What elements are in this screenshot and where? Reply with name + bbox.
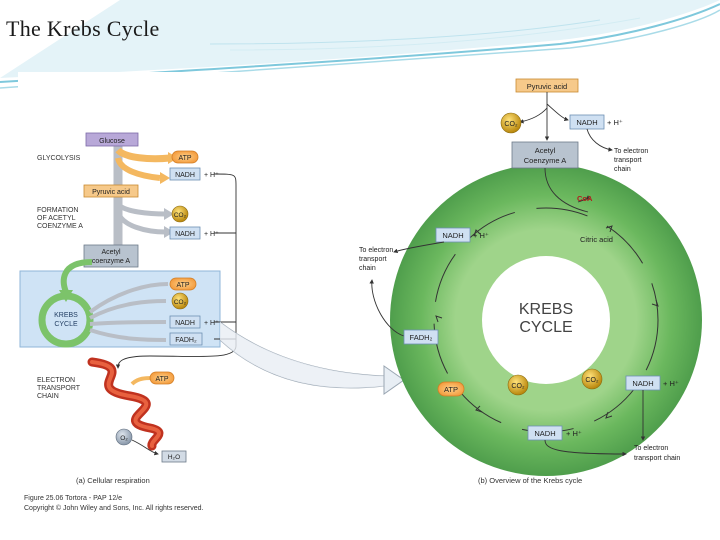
co2-circle-lower-left xyxy=(507,374,529,396)
atp-burst-right xyxy=(437,381,465,397)
caption-left: (a) Cellular respiration xyxy=(76,476,150,485)
to-etc-left-2: transport xyxy=(359,256,387,263)
etc-line-1: ELECTRON xyxy=(37,377,75,384)
nadh-label-glycolysis: NADH xyxy=(175,172,195,179)
krebs-mini-line-1: KREBS xyxy=(54,312,78,319)
acetyl-line-2-left: coenzyme A xyxy=(92,258,130,265)
plus-h-label-2: + H⁺ xyxy=(204,231,219,238)
krebs-title-line-2: CYCLE xyxy=(519,319,572,336)
atp-label-right: ATP xyxy=(444,385,458,394)
o2-label: O₂ xyxy=(120,435,128,442)
fadh2-label-left: FADH₂ xyxy=(175,337,197,344)
nadh-label-krebs-left: NADH xyxy=(175,320,195,327)
citric-acid-label: Citric acid xyxy=(580,235,613,244)
coa-label: CoA xyxy=(577,194,593,203)
to-etc-top-3: chain xyxy=(614,166,631,173)
plus-h-label-1: + H⁺ xyxy=(204,172,219,179)
right-panel: KREBS CYCLE Pyruvic acid CO₂ NADH + H⁺ T… xyxy=(359,78,702,485)
to-etc-left-3: chain xyxy=(359,265,376,272)
co2-circle-top xyxy=(500,112,522,134)
glycolysis-label: GLYCOLYSIS xyxy=(37,155,81,162)
co2-label-left-1: CO₂ xyxy=(174,212,187,219)
formation-line-1: FORMATION xyxy=(37,207,78,214)
nadh-label-right: NADH xyxy=(632,379,653,388)
plus-h-upper-left: + H⁺ xyxy=(473,231,489,240)
nadh-label-bottom: NADH xyxy=(534,429,555,438)
co2-label-top: CO₂ xyxy=(504,121,518,128)
etc-line-2: TRANSPORT xyxy=(37,385,81,392)
pyruvic-label-left: Pyruvic acid xyxy=(92,189,130,196)
glucose-box xyxy=(85,132,139,147)
plus-h-label-3: + H⁺ xyxy=(204,320,219,327)
krebs-mini-line-2: CYCLE xyxy=(54,321,78,328)
atp-label-glycolysis: ATP xyxy=(178,155,191,162)
plus-h-bottom: + H⁺ xyxy=(566,429,582,438)
nadh-label-formation: NADH xyxy=(175,231,195,238)
co2-label-lower-left: CO₂ xyxy=(511,383,525,390)
acetyl-line-1-left: Acetyl xyxy=(101,249,121,256)
nadh-label-upper-left: NADH xyxy=(442,231,463,240)
plus-h-top: + H⁺ xyxy=(607,118,623,127)
acetyl-box-right xyxy=(511,141,579,169)
formation-line-3: COENZYME A xyxy=(37,223,83,230)
co2-label-left-2: CO₂ xyxy=(174,299,187,306)
acetyl-line-2-right: Coenzyme A xyxy=(524,156,567,165)
fadh2-label-right: FADH₂ xyxy=(410,333,433,342)
acetyl-line-1-right: Acetyl xyxy=(535,146,556,155)
caption-right: (b) Overview of the Krebs cycle xyxy=(478,476,582,485)
co2-label-lower-right: CO₂ xyxy=(585,377,599,384)
to-etc-bottom-1: To electron xyxy=(634,445,668,452)
formation-line-2: OF ACETYL xyxy=(37,215,76,222)
pyruvic-box-left xyxy=(83,184,139,198)
atp-label-etc: ATP xyxy=(155,376,168,383)
to-etc-top-1: To electron xyxy=(614,148,648,155)
zoom-arrow-head xyxy=(383,365,405,395)
to-etc-bottom-2: transport chain xyxy=(634,455,680,462)
slide-title: The Krebs Cycle xyxy=(6,16,160,41)
acetyl-box-left xyxy=(83,244,139,268)
plus-h-right: + H⁺ xyxy=(663,379,679,388)
to-etc-top-2: transport xyxy=(614,157,642,164)
krebs-ring-center xyxy=(482,256,610,384)
etc-line-3: CHAIN xyxy=(37,393,59,400)
nadh-box-upper-left xyxy=(435,227,471,243)
pyruvic-label-right: Pyruvic acid xyxy=(527,82,567,91)
co2-circle-left-1 xyxy=(171,205,189,223)
co2-circle-lower-right xyxy=(581,368,603,390)
fadh2-box-right xyxy=(403,329,439,345)
o2-circle xyxy=(115,428,133,446)
credit-line-1: Figure 25.06 Tortora - PAP 12/e xyxy=(24,495,122,502)
to-etc-left-1: To electron xyxy=(359,247,393,254)
left-panel: Glucose GLYCOLYSIS ATP NADH + H⁺ Pyruvic… xyxy=(19,132,237,485)
atp-label-krebs-left: ATP xyxy=(176,282,189,289)
glucose-label: Glucose xyxy=(99,138,125,145)
nadh-label-top: NADH xyxy=(576,118,597,127)
zoom-arrow-body xyxy=(220,322,386,388)
credit-line-2: Copyright © John Wiley and Sons, Inc. Al… xyxy=(24,504,204,512)
krebs-mini-ring xyxy=(38,292,94,348)
krebs-title-line-1: KREBS xyxy=(519,301,573,318)
h2o-label: H₂O xyxy=(168,454,180,461)
